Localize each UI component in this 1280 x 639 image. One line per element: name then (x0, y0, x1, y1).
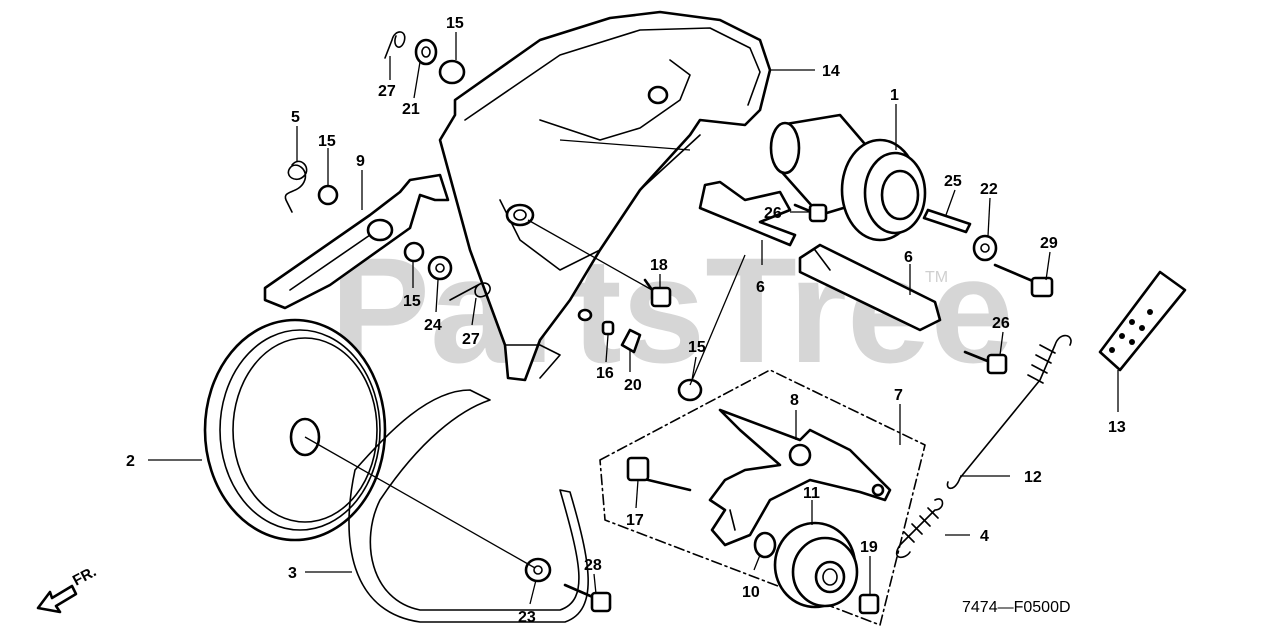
watermark-trademark: TM (925, 269, 948, 286)
part-label-15b[interactable]: 15 (318, 133, 336, 150)
part-label-16[interactable]: 16 (596, 365, 614, 382)
part-label-8[interactable]: 8 (790, 392, 799, 409)
leader-lines (148, 32, 1119, 605)
idler-arm-drawing[interactable] (708, 408, 892, 547)
adjuster-plate-drawing[interactable] (1098, 270, 1187, 372)
part-label-20[interactable]: 20 (624, 377, 642, 394)
part-label-15a[interactable]: 15 (446, 15, 464, 32)
part-label-6a[interactable]: 6 (756, 279, 765, 296)
key-25-drawing[interactable] (922, 208, 972, 234)
part-label-3[interactable]: 3 (288, 565, 297, 582)
part-label-29[interactable]: 29 (1040, 235, 1058, 252)
small-parts-16-20[interactable] (601, 320, 642, 354)
bracket-6-drawing[interactable] (698, 180, 942, 332)
part-label-27b[interactable]: 27 (462, 331, 480, 348)
part-label-9[interactable]: 9 (356, 153, 365, 170)
spring-5-drawing[interactable] (284, 160, 308, 213)
part-label-12[interactable]: 12 (1024, 469, 1042, 486)
part-label-28[interactable]: 28 (584, 557, 602, 574)
part-label-6b[interactable]: 6 (904, 249, 913, 266)
part-label-15c[interactable]: 15 (403, 293, 421, 310)
part-label-15d[interactable]: 15 (688, 339, 706, 356)
front-indicator-label: FR. (70, 563, 99, 589)
part-label-24[interactable]: 24 (424, 317, 442, 334)
part-label-26a[interactable]: 26 (764, 205, 782, 222)
spring-4-drawing[interactable] (895, 498, 944, 559)
drive-pulley-drawing[interactable] (769, 113, 927, 242)
part-label-5[interactable]: 5 (291, 109, 300, 126)
part-label-27a[interactable]: 27 (378, 83, 396, 100)
washer-drawings[interactable] (414, 38, 998, 583)
clip-27-drawings[interactable] (384, 31, 491, 301)
part-labels: 1 2 3 4 5 6 6 7 8 9 10 11 12 13 14 15 15… (126, 15, 1126, 626)
part-label-11[interactable]: 11 (803, 485, 820, 502)
part-label-13[interactable]: 13 (1108, 419, 1126, 436)
spring-12-drawing[interactable] (946, 334, 1072, 490)
collar-10-drawing[interactable] (753, 531, 777, 559)
idler-pulley-drawing[interactable] (773, 521, 859, 609)
part-label-25[interactable]: 25 (944, 173, 962, 190)
part-label-17[interactable]: 17 (626, 512, 644, 529)
part-label-19[interactable]: 19 (860, 539, 878, 556)
part-label-21[interactable]: 21 (402, 101, 420, 118)
part-label-1[interactable]: 1 (890, 87, 899, 104)
part-label-10[interactable]: 10 (742, 584, 760, 601)
belt-cover-drawing[interactable] (438, 10, 772, 382)
arrow-front-left-icon (36, 584, 78, 614)
part-label-2[interactable]: 2 (126, 453, 135, 470)
bolt-drawings[interactable] (563, 203, 1054, 615)
idler-assembly-box (599, 369, 926, 626)
part-label-26b[interactable]: 26 (992, 315, 1010, 332)
front-indicator: FR. (36, 563, 99, 614)
collar-15-drawing[interactable] (317, 59, 703, 402)
part-label-4[interactable]: 4 (980, 528, 989, 545)
part-label-23[interactable]: 23 (518, 609, 536, 626)
part-label-18[interactable]: 18 (650, 257, 668, 274)
tension-lever-drawing[interactable] (263, 173, 450, 310)
part-label-7[interactable]: 7 (894, 387, 903, 404)
v-belt-drawing[interactable] (348, 389, 589, 623)
driven-pulley-drawing[interactable] (203, 318, 387, 542)
part-label-14[interactable]: 14 (822, 63, 840, 80)
diagram-code: 7474—F0500D (962, 599, 1071, 616)
part-label-22[interactable]: 22 (980, 181, 998, 198)
